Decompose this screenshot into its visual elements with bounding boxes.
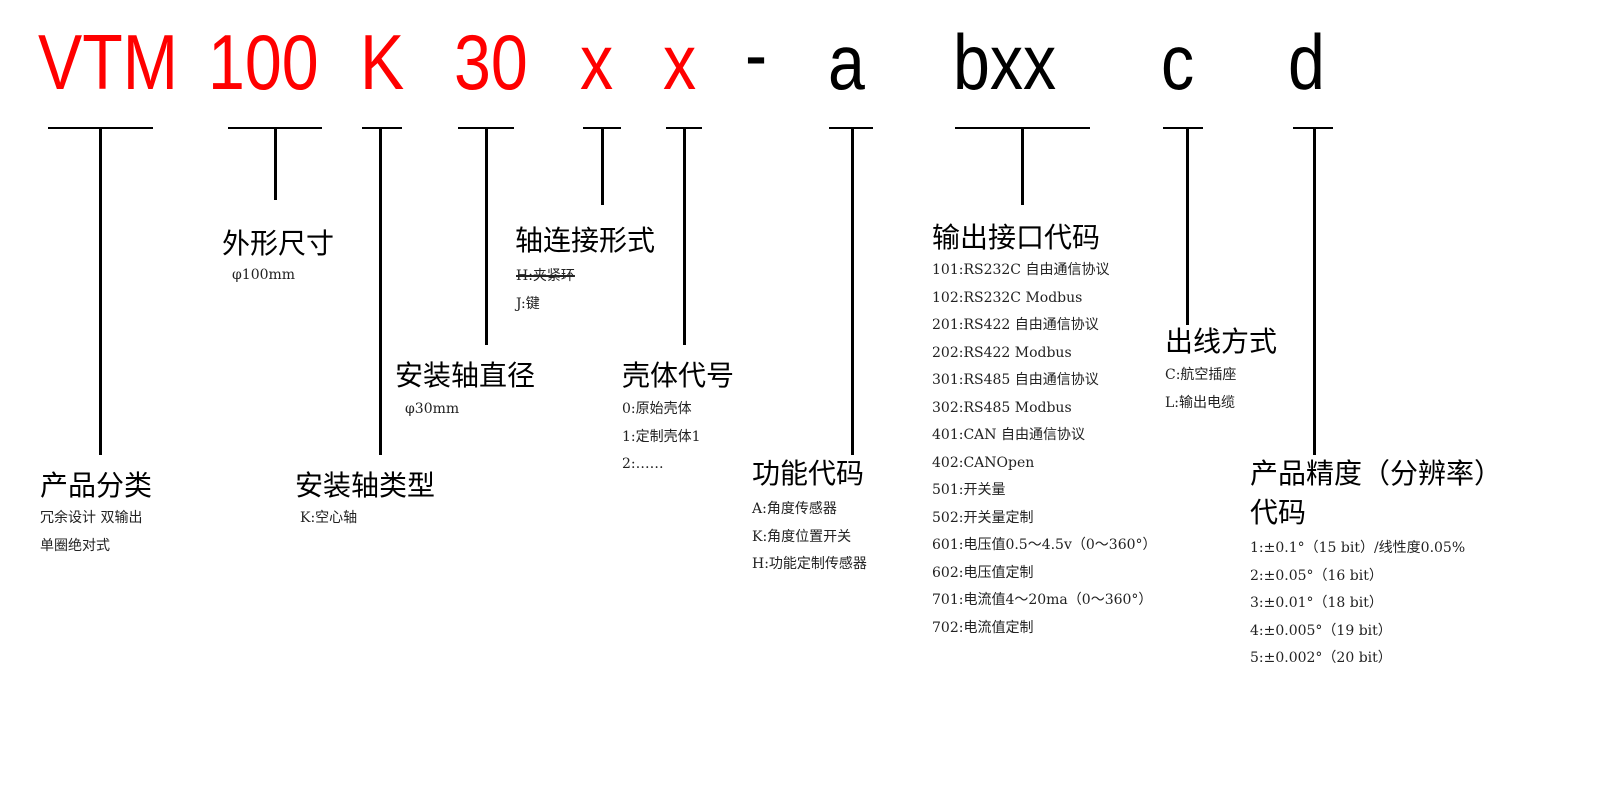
interface-line: 302:RS485 Modbus	[932, 399, 1072, 416]
category-line: 单圈绝对式	[40, 537, 110, 554]
interface-line: 601:电压值0.5～4.5v（0～360°）	[932, 537, 1157, 553]
code-size: 100	[208, 18, 319, 106]
code-precision: d	[1288, 18, 1325, 106]
code-wiring: c	[1161, 18, 1195, 106]
shaft-type-details: K:空心轴	[300, 505, 357, 533]
shaft-connection-title: 轴连接形式	[515, 224, 656, 257]
connector-line	[683, 127, 686, 345]
precision-line: 5:±0.002°（20 bit）	[1250, 650, 1392, 666]
category-line: 冗余设计 双输出	[40, 510, 143, 526]
code-dash: -	[745, 10, 768, 98]
connector-line	[851, 127, 854, 455]
function-line: A:角度传感器	[752, 501, 837, 517]
shaft-diameter-details: φ30mm	[405, 396, 459, 424]
interface-line: 202:RS422 Modbus	[932, 344, 1072, 361]
function-line: H:功能定制传感器	[752, 556, 867, 572]
connector-line	[99, 127, 102, 455]
wiring-line: L:输出电缆	[1165, 394, 1236, 411]
interface-line: 602:电压值定制	[932, 564, 1034, 581]
code-vtm: VTM	[38, 18, 178, 106]
housing-line: 0:原始壳体	[622, 401, 692, 417]
connector-line	[601, 127, 604, 205]
wiring-line: C:航空插座	[1165, 367, 1237, 383]
housing-line: 2:……	[622, 456, 664, 472]
code-interface: bxx	[953, 18, 1057, 106]
shaft-type-line: K:空心轴	[300, 510, 358, 526]
category-title: 产品分类	[40, 469, 153, 502]
code-shaft-diameter: 30	[454, 18, 528, 106]
connector-line	[1021, 127, 1024, 205]
size-details: φ100mm	[232, 262, 295, 290]
precision-title-2: 代码	[1250, 496, 1307, 529]
precision-line: 4:±0.005°（19 bit）	[1250, 622, 1392, 639]
housing-details: 0:原始壳体 1:定制壳体1 2:……	[622, 396, 701, 479]
interface-line: 102:RS232C Modbus	[932, 289, 1083, 306]
interface-title: 输出接口代码	[932, 221, 1101, 254]
interface-line: 101:RS232C 自由通信协议	[932, 262, 1110, 278]
shaft-diameter-title: 安装轴直径	[395, 359, 536, 392]
housing-title: 壳体代号	[622, 359, 735, 392]
precision-line: 1:±0.1°（15 bit）/线性度0.05%	[1250, 540, 1466, 556]
interface-line: 702:电流值定制	[932, 619, 1034, 636]
code-housing: x	[663, 18, 697, 106]
function-details: A:角度传感器 K:角度位置开关 H:功能定制传感器	[752, 496, 867, 579]
category-details: 冗余设计 双输出 单圈绝对式	[40, 505, 142, 560]
code-function: a	[828, 18, 865, 106]
interface-details: 101:RS232C 自由通信协议 102:RS232C Modbus 201:…	[932, 257, 1157, 642]
wiring-title: 出线方式	[1165, 325, 1278, 358]
interface-line: 402:CANOpen	[932, 454, 1035, 471]
size-line: φ100mm	[232, 267, 296, 283]
connector-line	[1313, 127, 1316, 455]
shaft-connection-line: J:键	[516, 295, 540, 312]
shaft-connection-line-deprecated: H:夹紧环	[516, 268, 575, 284]
interface-line: 301:RS485 自由通信协议	[932, 372, 1099, 388]
shaft-type-title: 安装轴类型	[295, 469, 436, 502]
shaft-diameter-line: φ30mm	[405, 401, 460, 417]
bracket-line	[1163, 127, 1203, 129]
precision-title: 产品精度（分辨率）	[1250, 457, 1503, 490]
wiring-details: C:航空插座 L:输出电缆	[1165, 362, 1236, 417]
precision-line: 3:±0.01°（18 bit）	[1250, 595, 1383, 611]
shaft-connection-details: H:夹紧环 J:键	[516, 263, 575, 318]
interface-line: 501:开关量	[932, 482, 1006, 498]
housing-line: 1:定制壳体1	[622, 428, 701, 445]
bracket-line	[362, 127, 402, 129]
size-title: 外形尺寸	[222, 227, 335, 260]
function-line: K:角度位置开关	[752, 528, 852, 545]
code-shaft-connection: x	[580, 18, 614, 106]
interface-line: 201:RS422 自由通信协议	[932, 317, 1099, 333]
interface-line: 401:CAN 自由通信协议	[932, 427, 1085, 443]
code-shaft-type: K	[360, 18, 405, 106]
connector-line	[485, 127, 488, 345]
connector-line	[274, 127, 277, 200]
connector-line	[1186, 127, 1189, 325]
connector-line	[379, 127, 382, 455]
function-title: 功能代码	[752, 457, 865, 490]
precision-details: 1:±0.1°（15 bit）/线性度0.05% 2:±0.05°（16 bit…	[1250, 535, 1465, 673]
interface-line: 701:电流值4～20ma（0～360°）	[932, 592, 1153, 608]
interface-line: 502:开关量定制	[932, 509, 1034, 526]
precision-line: 2:±0.05°（16 bit）	[1250, 567, 1383, 584]
